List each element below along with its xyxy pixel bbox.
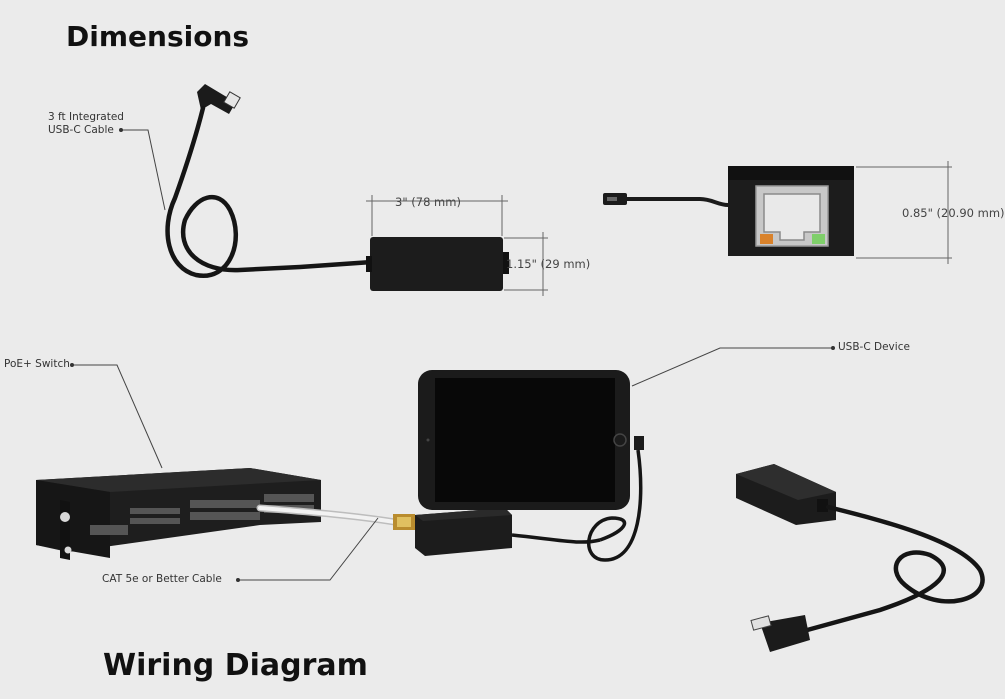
- height-dimension-label: 1.15" (29 mm): [506, 257, 591, 271]
- usbc-device-callout-label: USB-C Device: [838, 341, 910, 353]
- adapter-end-view: [603, 161, 952, 264]
- poe-switch-callout-leader: [72, 364, 163, 469]
- length-dimension-label: 3" (78 mm): [395, 195, 461, 209]
- adapter-perspective-view: [736, 464, 985, 652]
- wiring-adapter: [415, 508, 601, 556]
- poe-switch: [36, 363, 321, 560]
- cable-callout-line1: 3 ft Integrated: [48, 111, 124, 123]
- wiring-diagram-heading: Wiring Diagram: [103, 648, 368, 683]
- depth-dimension-lines: [856, 161, 952, 264]
- cable-callout-line2: USB-C Cable: [48, 124, 114, 136]
- ethernet-cable: [236, 504, 415, 582]
- poe-switch-callout-label: PoE+ Switch: [4, 358, 70, 370]
- dimensions-heading: Dimensions: [66, 20, 250, 53]
- integrated-usbc-cable: [165, 105, 375, 278]
- tablet-device: [418, 346, 835, 562]
- height-dimension-lines: [504, 232, 548, 296]
- usbc-device-callout-leader: [631, 347, 833, 387]
- length-dimension-lines: [366, 195, 508, 236]
- cable-callout-leader: [121, 129, 166, 211]
- adapter-body: [370, 237, 503, 291]
- cat5e-callout-label: CAT 5e or Better Cable: [102, 573, 222, 585]
- adapter-side-view: [119, 84, 548, 296]
- rj45-port-icon: [755, 185, 829, 247]
- cable-callout-label: 3 ft Integrated USB-C Cable: [48, 111, 124, 137]
- usbc-right-angle-plug: [197, 84, 241, 114]
- depth-dimension-label: 0.85" (20.90 mm): [902, 206, 1005, 220]
- cat5e-callout-leader: [238, 517, 379, 581]
